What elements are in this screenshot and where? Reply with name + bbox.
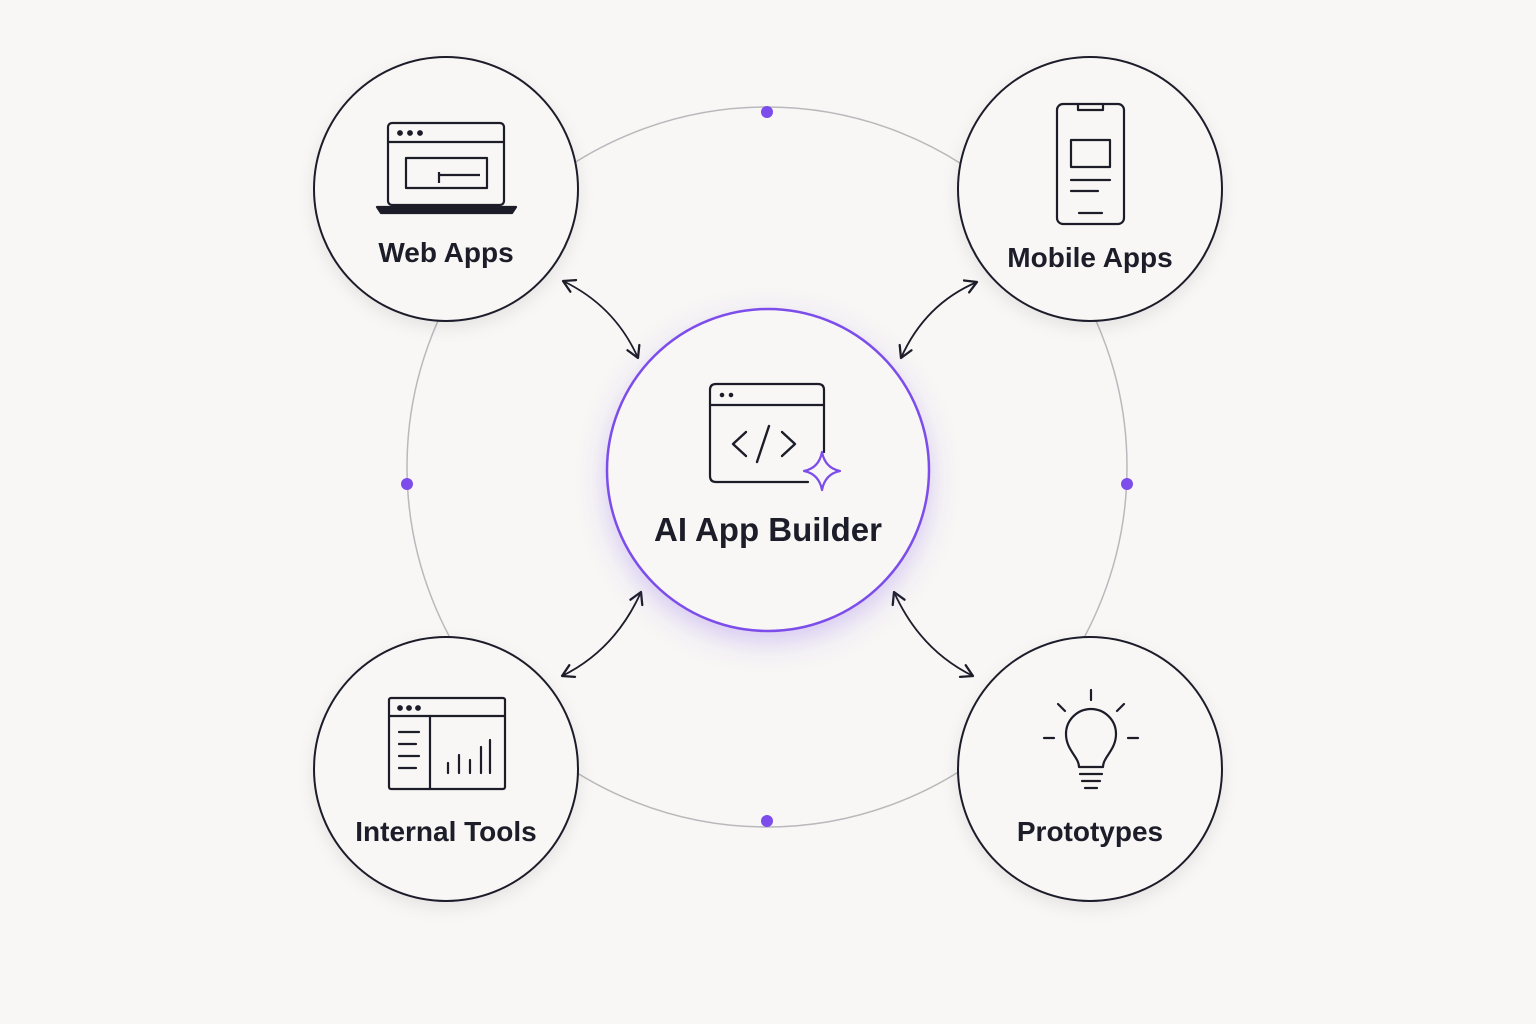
arrow-internal-tools <box>560 590 644 678</box>
smartphone-icon <box>1055 102 1126 226</box>
center-label: AI App Builder <box>654 511 882 548</box>
prototypes-label: Prototypes <box>1017 816 1163 847</box>
mobile-apps-label: Mobile Apps <box>1007 242 1172 273</box>
node-internal-tools: Internal Tools <box>313 636 579 902</box>
code-window-sparkle-icon <box>708 382 842 492</box>
arrow-web-apps <box>561 278 641 360</box>
internal-tools-label: Internal Tools <box>355 816 537 847</box>
web-apps-label: Web Apps <box>378 237 513 268</box>
node-center: AI App Builder <box>605 307 931 633</box>
laptop-icon <box>375 121 518 215</box>
arrow-prototypes <box>891 590 975 678</box>
orbit-dot-right <box>1121 478 1133 490</box>
node-prototypes: Prototypes <box>957 636 1223 902</box>
orbit-dot-top <box>761 106 773 118</box>
orbit-dot-bottom <box>761 815 773 827</box>
arrow-mobile-apps <box>898 279 979 360</box>
lightbulb-icon <box>1042 688 1140 790</box>
node-web-apps: Web Apps <box>313 56 579 322</box>
orbit-dot-left <box>401 478 413 490</box>
node-mobile-apps: Mobile Apps <box>957 56 1223 322</box>
dashboard-window-icon <box>387 696 507 791</box>
